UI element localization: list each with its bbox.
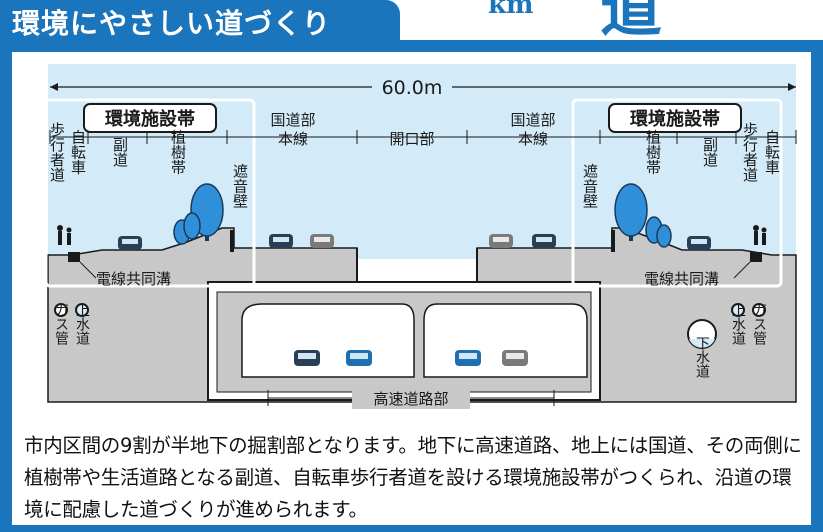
tunnel-car-2 [346,350,372,366]
road-cross-section-diagram: 60.0m 環境施設帯 環境施設帯 歩行者道 自転車 副道 植樹帯 遮音壁 [44,64,797,409]
pedestrians-left [57,225,72,245]
water-pipe-left [75,303,89,317]
label-main-road-right-2: 本線 [518,130,548,148]
tunnel-car-4 [502,350,528,366]
gas-pipe-left [54,303,68,317]
pedestrians-right [753,225,767,245]
label-pedestrian-right: 歩行者道 [741,122,759,182]
surface-car-4 [489,234,513,248]
trees-left [173,183,224,245]
total-width-label: 60.0m [382,77,443,99]
description-text: 市内区間の9割が半地下の掘割部となります。地下に高速道路、地上には国道、その両側… [24,434,802,521]
tunnel-car-1 [294,350,320,366]
tunnel-car-3 [455,350,481,366]
tunnel-right [423,303,588,378]
surface-car-6 [687,236,711,250]
label-water-pipe-left: 上水道 [74,303,90,346]
env-band-left-label-box [83,103,217,133]
env-band-right-label: 環境施設帯 [630,108,720,130]
right-lane-labels: 遮音壁 植樹帯 副道 歩行者道 自転車 [581,122,781,209]
trees-right [614,183,672,248]
tunnel-left [241,303,415,378]
expressway-label-bg [352,387,470,409]
utility-duct-left-leader [79,261,97,279]
left-lane-labels: 歩行者道 自転車 副道 植樹帯 遮音壁 [48,122,249,209]
label-opening: 開口部 [389,130,434,148]
label-planting-right: 植樹帯 [644,130,662,175]
label-main-road-left-2: 本線 [278,130,308,148]
decorative-glyph: 道 [600,0,663,45]
label-utility-duct-right: 電線共同溝 [644,270,719,288]
label-planting-left: 植樹帯 [169,130,187,175]
sewer-water [689,339,715,348]
label-gas-pipe-left: ガス管 [53,303,69,345]
env-band-right-frame [571,98,783,288]
label-sound-wall-right: 遮音壁 [581,164,599,209]
page-title: 環境にやさしい道づくり [12,7,332,40]
label-utility-duct-left: 電線共同溝 [96,270,171,288]
surface-car-2 [269,234,293,248]
label-side-road-right: 副道 [701,137,719,167]
label-sewer-pipe: 下水道 [694,336,710,379]
surface-car-3 [310,234,334,248]
sound-wall-right [611,230,615,252]
label-expressway: 高速道路部 [373,390,448,408]
env-band-right-label-box [608,103,742,133]
label-bicycle-left: 自転車 [69,130,87,175]
content-panel: 60.0m 環境施設帯 環境施設帯 歩行者道 自転車 副道 植樹帯 遮音壁 [12,52,811,525]
utility-duct-right [750,252,762,262]
label-pedestrian-left: 歩行者道 [48,122,66,182]
content-frame: 60.0m 環境施設帯 環境施設帯 歩行者道 自転車 副道 植樹帯 遮音壁 [0,40,823,532]
utility-duct-left [68,252,80,262]
label-main-road-right-1: 国道部 [510,111,555,129]
total-width-label-bg [372,76,452,98]
label-water-pipe-right: 上水道 [730,303,746,346]
label-bicycle-right: 自転車 [763,130,781,175]
water-pipe-right [731,303,745,317]
label-side-road-left: 副道 [111,137,129,167]
label-gas-pipe-right: ガス管 [751,303,767,345]
gas-pipe-right [752,303,766,317]
surface-car-1 [118,236,142,250]
env-band-left-label: 環境施設帯 [105,108,195,130]
label-sound-wall-left: 遮音壁 [231,164,249,209]
surface-car-5 [532,234,556,248]
unit-fragment: km [488,0,534,20]
utility-duct-right-leader [733,261,751,279]
env-band-left-frame [44,98,256,288]
sound-wall-left [230,230,234,252]
label-main-road-left-1: 国道部 [270,111,315,129]
